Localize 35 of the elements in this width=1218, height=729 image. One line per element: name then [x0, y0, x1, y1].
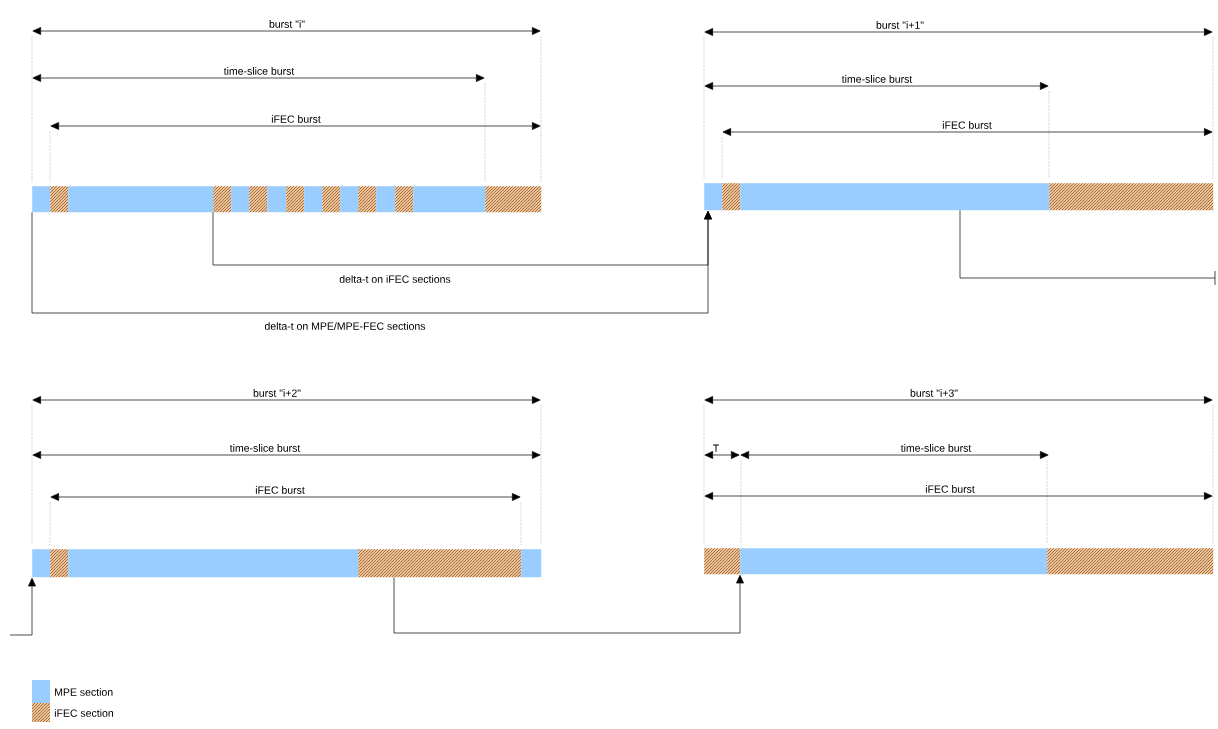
mpe-section [413, 186, 486, 213]
dimension-label: time-slice burst [223, 67, 295, 75]
dimension-label: burst "i+2" [253, 389, 301, 397]
mpe-section [740, 183, 1050, 211]
edge-label: delta-t on iFEC sections [338, 274, 452, 284]
mpe-section [32, 549, 51, 578]
dimension-label: burst "i+3" [910, 389, 958, 397]
dimension-label: iFEC burst [255, 486, 305, 494]
mpe-section [740, 548, 1048, 575]
dimension-label: T [713, 444, 719, 452]
connector-arrow [9, 577, 36, 636]
edge-label: delta-t on MPE/MPE-FEC sections [263, 321, 427, 331]
dimension-label: iFEC burst [942, 121, 992, 129]
dimension-label: iFEC burst [271, 115, 321, 123]
mpe-section [521, 549, 542, 578]
mpe-section [340, 186, 359, 213]
connector-arrow [393, 574, 744, 634]
connector-arrow [31, 210, 712, 314]
dimension-label: burst "i" [269, 20, 305, 28]
mpe-section [68, 186, 214, 213]
legend-label: MPE section [55, 688, 113, 696]
dimension-label: time-slice burst [841, 75, 913, 83]
dimension-label: time-slice burst [229, 444, 301, 452]
dimension-label: iFEC burst [925, 485, 975, 493]
mpe-section [304, 186, 323, 213]
dimension-label: time-slice burst [900, 444, 972, 452]
legend-label: iFEC section [54, 709, 114, 717]
mpe-section [32, 186, 51, 213]
mpe-section [68, 549, 359, 578]
dimension-label: burst "i+1" [876, 21, 924, 29]
mpe-section [376, 186, 396, 213]
mpe-section [704, 183, 723, 211]
mpe-section [267, 186, 287, 213]
mpe-section [231, 186, 250, 213]
connector-arrow [212, 210, 712, 266]
